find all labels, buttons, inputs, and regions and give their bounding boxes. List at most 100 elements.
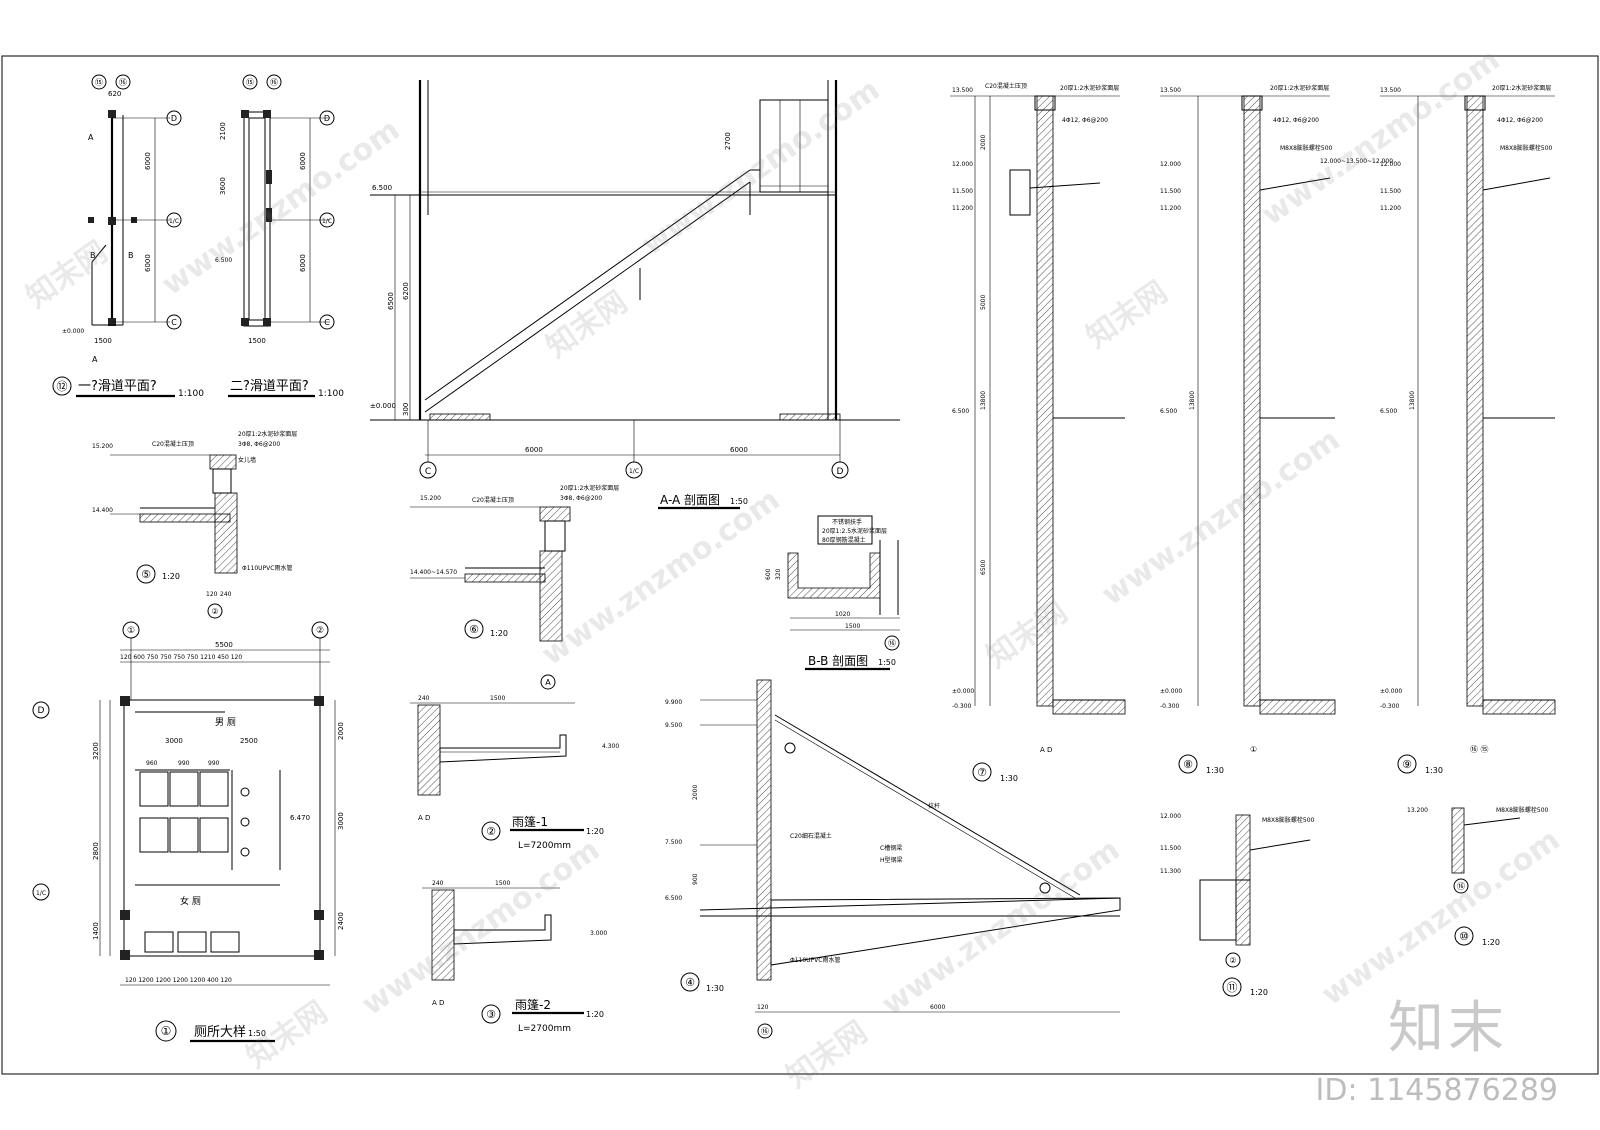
d7-elev-6: -0.300 [952,703,972,710]
aa-elev-6500: 6.500 [372,184,392,192]
d8-elev-4: 6.500 [1160,408,1177,415]
aa-dim-6000a: 6000 [525,446,543,454]
d6-note-c20: C20混凝土压顶 [472,496,514,504]
d5-note-parapet: 女儿墙 [238,456,256,464]
plan2-dim-2100: 2100 [219,122,227,140]
bb-note-1: 不锈钢扶手 [832,518,862,526]
d4-scale: 1:30 [706,984,724,993]
d9-elev-6: -0.300 [1380,703,1400,710]
c1-dim-1500: 1500 [490,695,505,702]
d7-elev-2: 11.500 [952,188,973,195]
d8-number: ⑧ [1183,758,1193,771]
c2-dim-1500: 1500 [495,880,510,887]
d5-note-c20: C20混凝土压顶 [152,440,194,448]
d7-note-rebar: 4Φ12, Φ6@200 [1062,117,1108,124]
toilet-elev: 6.470 [290,814,310,822]
toilet-number: ① [161,1024,172,1038]
toilet-scale: 1:50 [248,1029,266,1038]
svg-text:960: 960 [146,760,158,767]
c1-title: 雨篷-1 [512,814,548,829]
svg-text:A: A [88,133,94,142]
plan2-axis-15: ⑮ [246,78,254,87]
c1-length: L=7200mm [518,841,571,851]
detail-11: 12.000 11.500 11.300 M8X8膨胀螺栓500 ② ⑪ 1:2… [1160,813,1315,997]
toilet-title: 厕所大样 [194,1025,246,1040]
bb-title: B-B 剖面图 [808,654,868,668]
d8-note-mortar: 20厚1:2水泥砂浆面层 [1270,84,1329,92]
aa-title: A-A 剖面图 [660,493,720,507]
d9-note-rebar: 4Φ12, Φ6@200 [1497,117,1543,124]
d11-scale: 1:20 [1250,988,1268,997]
c1-axis: A D [418,814,430,822]
d9-elev-0: 13.500 [1380,87,1401,94]
plan2-elev: 6.500 [215,257,232,264]
d6-elev-15200: 15.200 [420,495,441,502]
bb-dim-1020: 1020 [835,611,850,618]
d4-dim-120: 120 [757,1004,769,1011]
d9-axes: ⑯ ⑮ [1470,745,1489,754]
d10-scale: 1:20 [1482,938,1500,947]
d6-number: ⑥ [469,623,479,636]
d4-number: ④ [685,976,695,989]
plan2-title: 二?滑道平面? [230,379,309,394]
plan-detail-number: ⑫ [57,380,68,393]
canopy-2: 1500 240 3.000 A D ③ 雨篷-2 1:20 L=2700mm [422,880,607,1034]
d10-number: ⑩ [1459,930,1469,943]
toilet-dim-3000: 3000 [165,737,183,745]
d9-note-mortar: 20厚1:2水泥砂浆面层 [1492,84,1551,92]
plan2-axis-1c: 1/C [322,218,332,225]
znzmo-logo: 知末 [1388,996,1508,1061]
d5-scale: 1:20 [162,572,180,581]
plan1-dim-6000b: 6000 [144,254,152,272]
d9-elev-1: 12.000 [1380,161,1401,168]
d8-elev-2: 11.500 [1160,188,1181,195]
wall-section-9: 13.500 12.000 11.500 11.200 6.500 ±0.000… [1380,84,1556,775]
wall-section-8: 13.500 12.000 11.500 11.200 6.500 ±0.000… [1160,84,1393,775]
toilet-male-label: 男 厕 [215,717,236,728]
aa-axis-c: C [425,467,431,477]
d7-note-mortar: 20厚1:2水泥砂浆面层 [1060,84,1119,92]
d8-dim-13800: 13800 [1189,391,1196,410]
d9-elev-4: 6.500 [1380,408,1397,415]
c2-dim-240: 240 [432,880,444,887]
d4-note-rod: 拉杆 [928,802,940,810]
toilet-axis-1c: 1/C [36,890,46,897]
d8-note-m8: M8X8膨胀螺栓500 [1280,144,1333,152]
toilet-plan: ① ② 5500 120 600 750 750 750 750 1210 45… [32,621,345,1043]
bb-note-3: 80厚钢筋混凝土 [822,536,866,544]
d8-elev-0: 13.500 [1160,87,1181,94]
detail-4: 9.900 9.500 7.500 6.500 2000 900 C20细石混凝… [665,679,1121,1039]
plan1-dim-1500: 1500 [94,337,112,345]
d4-dim-900: 900 [692,873,699,885]
d11-number: ⑪ [1227,981,1238,994]
toilet-dim-left-0: 3200 [92,742,100,760]
toilet-dim-left-1: 2800 [92,842,100,860]
d5-axis: ② [211,607,218,616]
d5-note-mortar: 20厚1:2水泥砂浆面层 [238,430,297,438]
d4-dim-2000: 2000 [692,785,699,800]
d4-elev-9900: 9.900 [665,699,682,706]
d4-elev-6500: 6.500 [665,895,682,902]
section-aa: 6500 6200 300 6.500 ±0.000 2700 6000 600… [370,80,900,510]
bb-dim-600: 600 [765,568,772,580]
plan1-axis-15: ⑮ [95,78,103,87]
d7-scale: 1:30 [1000,774,1018,783]
d7-note-c20: C20混凝土压顶 [985,82,1027,90]
bb-scale: 1:50 [878,658,896,667]
c1-elev: 4.300 [602,743,619,750]
toilet-dim-right-1: 3000 [337,812,345,830]
d4-note-c20: C20细石混凝土 [790,832,832,840]
aa-scale: 1:50 [730,497,748,506]
plan2-axis-d: D [324,114,330,123]
plan2-axis-16: ⑯ [270,78,278,87]
canopy-1: 1500 240 4.300 A D ② 雨篷-1 1:20 L=7200mm [410,695,619,851]
toilet-axis-2: ② [316,626,324,636]
d10-elev: 13.200 [1407,807,1428,814]
d4-elev-7500: 7.500 [665,839,682,846]
d8-elev-3: 11.200 [1160,205,1181,212]
aa-dim-300: 300 [402,403,410,416]
c2-scale: 1:20 [586,1010,604,1019]
svg-text:990: 990 [208,760,220,767]
d10-note: M8X8膨胀螺栓500 [1496,806,1549,814]
